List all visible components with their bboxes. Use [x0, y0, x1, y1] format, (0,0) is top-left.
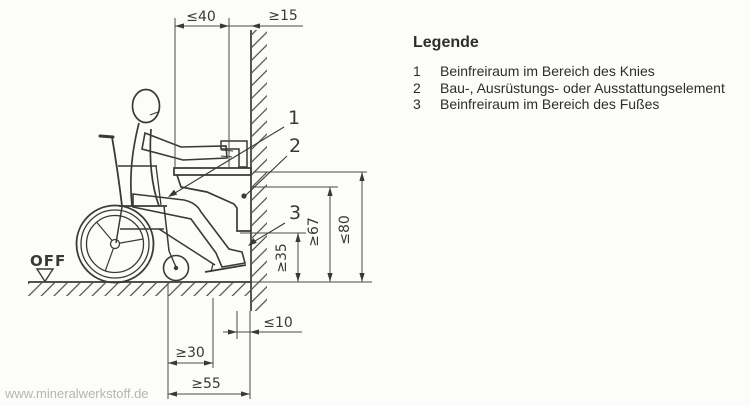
- rear-wheel-hub: [109, 238, 121, 250]
- leader-dot: [241, 193, 247, 199]
- dimension-heights: ≥35 ≥67 ≤80: [240, 171, 367, 282]
- legend-item-label: Beinfreiraum im Bereich des Knies: [440, 63, 655, 79]
- dimension-top: ≤40 ≥15: [174, 8, 303, 168]
- arrowhead: [168, 360, 177, 366]
- callout-element: 2: [241, 135, 301, 199]
- torso-front-line: [149, 128, 160, 207]
- arrowhead: [250, 329, 259, 335]
- backrest-tube: [111, 136, 123, 207]
- arrowhead: [168, 391, 177, 397]
- dimension-label-knee-depth: ≥30: [175, 345, 205, 361]
- counter-element: [173, 140, 252, 232]
- arrowhead: [295, 273, 301, 282]
- callout-label-element: 2: [289, 135, 301, 157]
- hand-fingers: [220, 149, 234, 158]
- caster-fork: [168, 250, 177, 268]
- level-triangle-icon: [35, 268, 55, 283]
- armrest-support: [155, 165, 162, 206]
- legend: Legende 1 Beinfreiraum im Bereich des Kn…: [413, 34, 725, 113]
- chin-line: [149, 111, 159, 116]
- dimension-label-lower-wall-gap: ≤10: [263, 315, 293, 331]
- wheel-spoke: [104, 248, 114, 272]
- callout-knee: 1: [168, 107, 300, 197]
- torso-back-line: [130, 122, 140, 207]
- dimension-label-wall-clearance: ≥15: [268, 8, 298, 24]
- floor-hatching: [28, 283, 251, 296]
- dimension-label-foot-clearance-height: ≥35: [274, 243, 290, 273]
- arrowhead: [327, 273, 333, 282]
- rear-wheel-tire: [80, 209, 150, 279]
- dimension-depths: ≤10 ≥30 ≥55: [167, 283, 302, 399]
- wheelchair-user-figure: [130, 88, 247, 268]
- legend-title: Legende: [413, 34, 479, 51]
- arrowhead: [241, 391, 250, 397]
- wheel-spoke: [119, 238, 144, 244]
- wall-section: [250, 30, 267, 311]
- caster-hub: [173, 265, 179, 271]
- footrest-hanger: [158, 228, 216, 266]
- arrowhead: [251, 23, 260, 29]
- legend-item-label: Beinfreiraum im Bereich des Fußes: [440, 96, 660, 112]
- arm: [141, 131, 228, 161]
- arrowhead: [359, 273, 365, 282]
- wall-hatching: [252, 30, 267, 311]
- floor-level-label: OFF: [30, 252, 66, 270]
- floor: [28, 281, 372, 296]
- dimension-label-element-depth: ≤40: [186, 9, 216, 25]
- head: [131, 88, 161, 124]
- legend-item-foot: 3 Beinfreiraum im Bereich des Fußes: [413, 96, 725, 113]
- leader-line: [169, 126, 285, 197]
- legend-item-element: 2 Bau-, Ausrüstungs- oder Ausstattungsel…: [413, 80, 725, 97]
- legend-item-number: 3: [413, 96, 421, 112]
- callout-foot: 3: [248, 202, 301, 246]
- callout-label-knee: 1: [288, 107, 300, 129]
- front-frame-tube: [163, 205, 170, 252]
- dimension-label-knee-clearance-height: ≥67: [306, 217, 322, 247]
- leader-line: [245, 155, 288, 196]
- leader-arrowhead: [248, 238, 257, 246]
- push-handle: [98, 134, 115, 139]
- legend-item-number: 2: [413, 79, 421, 96]
- floor-level-marker: OFF: [30, 252, 66, 283]
- rear-wheel: [75, 204, 155, 284]
- leader-line: [249, 222, 286, 245]
- leg: [132, 193, 247, 268]
- dimension-label-surface-height: ≤80: [337, 215, 353, 245]
- dimension-label-foot-depth: ≥55: [191, 376, 221, 392]
- arrowhead: [204, 360, 213, 366]
- arrowhead: [220, 23, 229, 29]
- faucet: [220, 140, 248, 168]
- arrowhead: [175, 23, 184, 29]
- legend-item-knee: 1 Beinfreiraum im Bereich des Knies: [413, 63, 725, 80]
- legend-item-label: Bau-, Ausrüstungs- oder Ausstattungselem…: [440, 79, 725, 96]
- arrowhead: [359, 172, 365, 181]
- arrowhead: [228, 329, 237, 335]
- legend-item-number: 1: [413, 63, 421, 79]
- arrowhead: [327, 187, 333, 196]
- caster-wheel: [162, 254, 190, 282]
- counter-top-slab: [173, 167, 252, 176]
- leader-arrowhead: [168, 189, 178, 197]
- callout-label-foot: 3: [289, 202, 301, 224]
- rear-frame-tube: [115, 206, 123, 244]
- watermark: www.mineralwerkstoff.de: [5, 386, 149, 401]
- wheel-spoke: [96, 221, 113, 241]
- rear-wheel-handrim: [85, 214, 145, 274]
- element-underside-apron: [176, 174, 251, 232]
- footplate: [204, 264, 247, 273]
- arrowhead: [295, 233, 301, 242]
